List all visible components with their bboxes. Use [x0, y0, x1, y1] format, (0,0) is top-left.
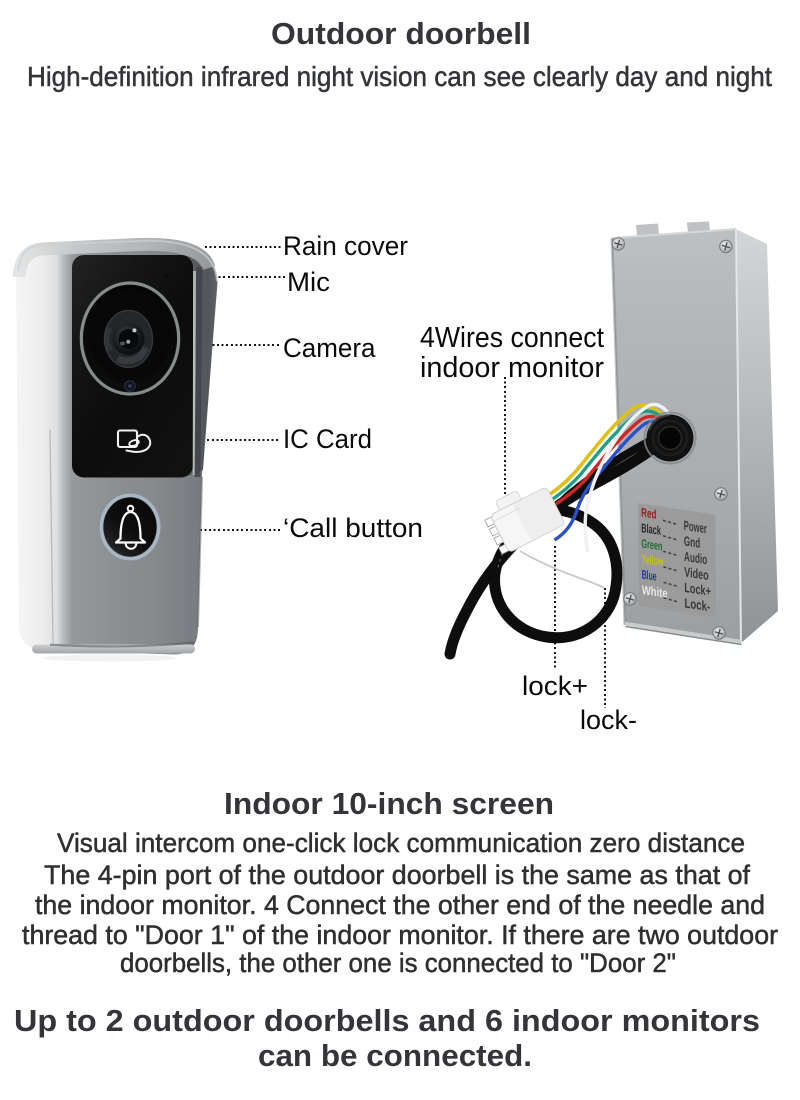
svg-text:Power: Power — [684, 519, 708, 537]
svg-text:Video: Video — [684, 566, 709, 584]
svg-text:Black: Black — [641, 522, 661, 538]
svg-text:Green: Green — [641, 538, 662, 555]
svg-text:Audio: Audio — [684, 550, 707, 568]
svg-text:Yellow: Yellow — [641, 553, 663, 570]
svg-text:Lock-: Lock- — [684, 596, 710, 615]
svg-text:White: White — [642, 584, 668, 601]
svg-text:Blue: Blue — [642, 569, 657, 585]
svg-text:Lock+: Lock+ — [684, 581, 711, 599]
svg-text:Gnd: Gnd — [684, 535, 701, 552]
svg-text:Red: Red — [641, 506, 656, 523]
